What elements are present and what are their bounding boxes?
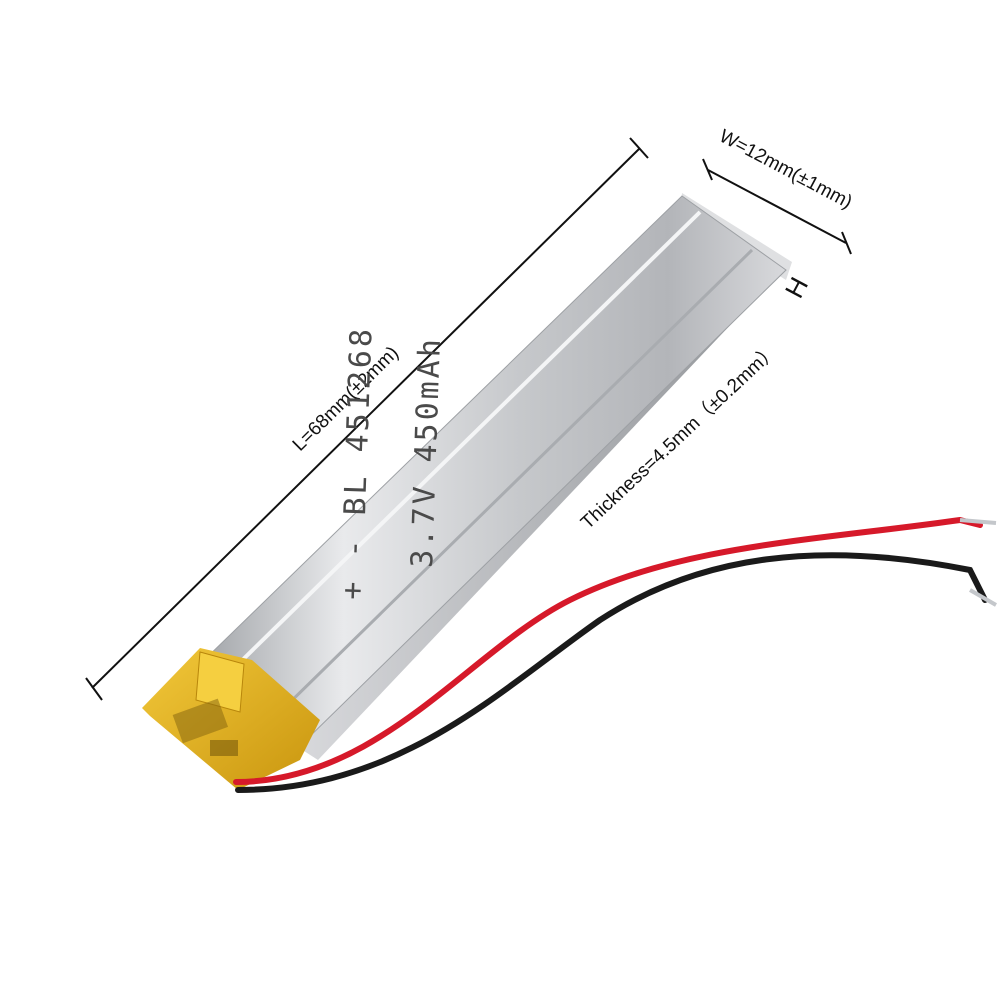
battery-cell [195, 193, 792, 760]
battery-rating-text: 3.7V 450mAh [405, 336, 448, 569]
red-wire [233, 516, 983, 785]
cell-face [195, 195, 787, 749]
black-wire-tip [969, 588, 997, 607]
protection-board-tape [142, 648, 320, 790]
black-wire [235, 552, 988, 793]
red-wire-tip [959, 518, 997, 525]
lead-wires [233, 516, 997, 793]
battery-printing: + - BL 451268 3.7V 450mAh [335, 325, 448, 600]
width-label: W=12mm(±1mm) [716, 126, 856, 213]
kapton-tape [142, 648, 320, 790]
